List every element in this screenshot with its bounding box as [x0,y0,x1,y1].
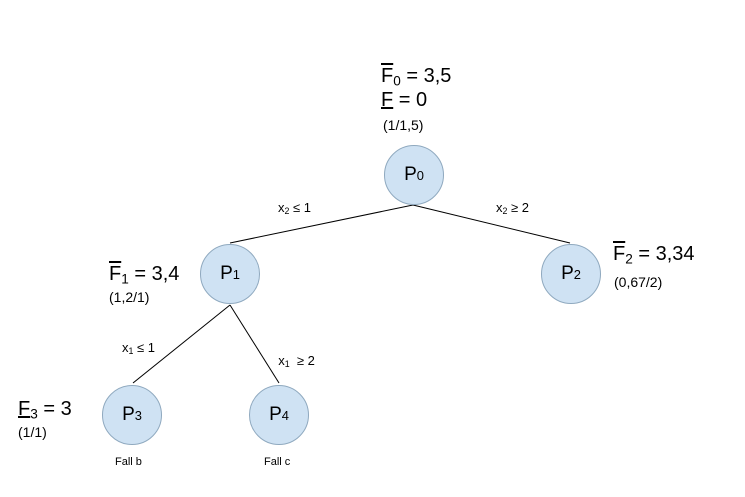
p2-upper-bound: F2 = 3,34 [613,243,695,267]
p3-lower-bound: F3 = 3 [18,398,72,422]
p3-solution: (1/1) [18,424,47,440]
p0-solution: (1/1,5) [383,117,424,133]
p1-solution: (1,2/1) [109,289,150,305]
edge-p0-p1 [229,204,414,244]
edge-label-p0-p2: x2 ≥ 2 [496,200,530,217]
edge-label-p1-p4: x1 ≥ 2 [278,353,315,370]
edge-label-p1-p3: x1 ≤ 1 [122,340,156,357]
p1-upper-bound: F1 = 3,4 [109,263,180,287]
edge-p0-p2 [412,204,571,244]
p0-upper-bound: F0 = 3,5 [381,65,452,89]
edge-label-p0-p1: x2 ≤ 1 [278,200,312,217]
case-label-p4: Fall c [264,456,291,468]
edge-p1-p4 [229,304,280,384]
case-label-p3: Fall b [115,456,142,468]
p2-solution: (0,67/2) [614,274,663,290]
edge-p1-p3 [132,304,231,384]
p0-lower-bound: F = 0 [381,89,428,111]
